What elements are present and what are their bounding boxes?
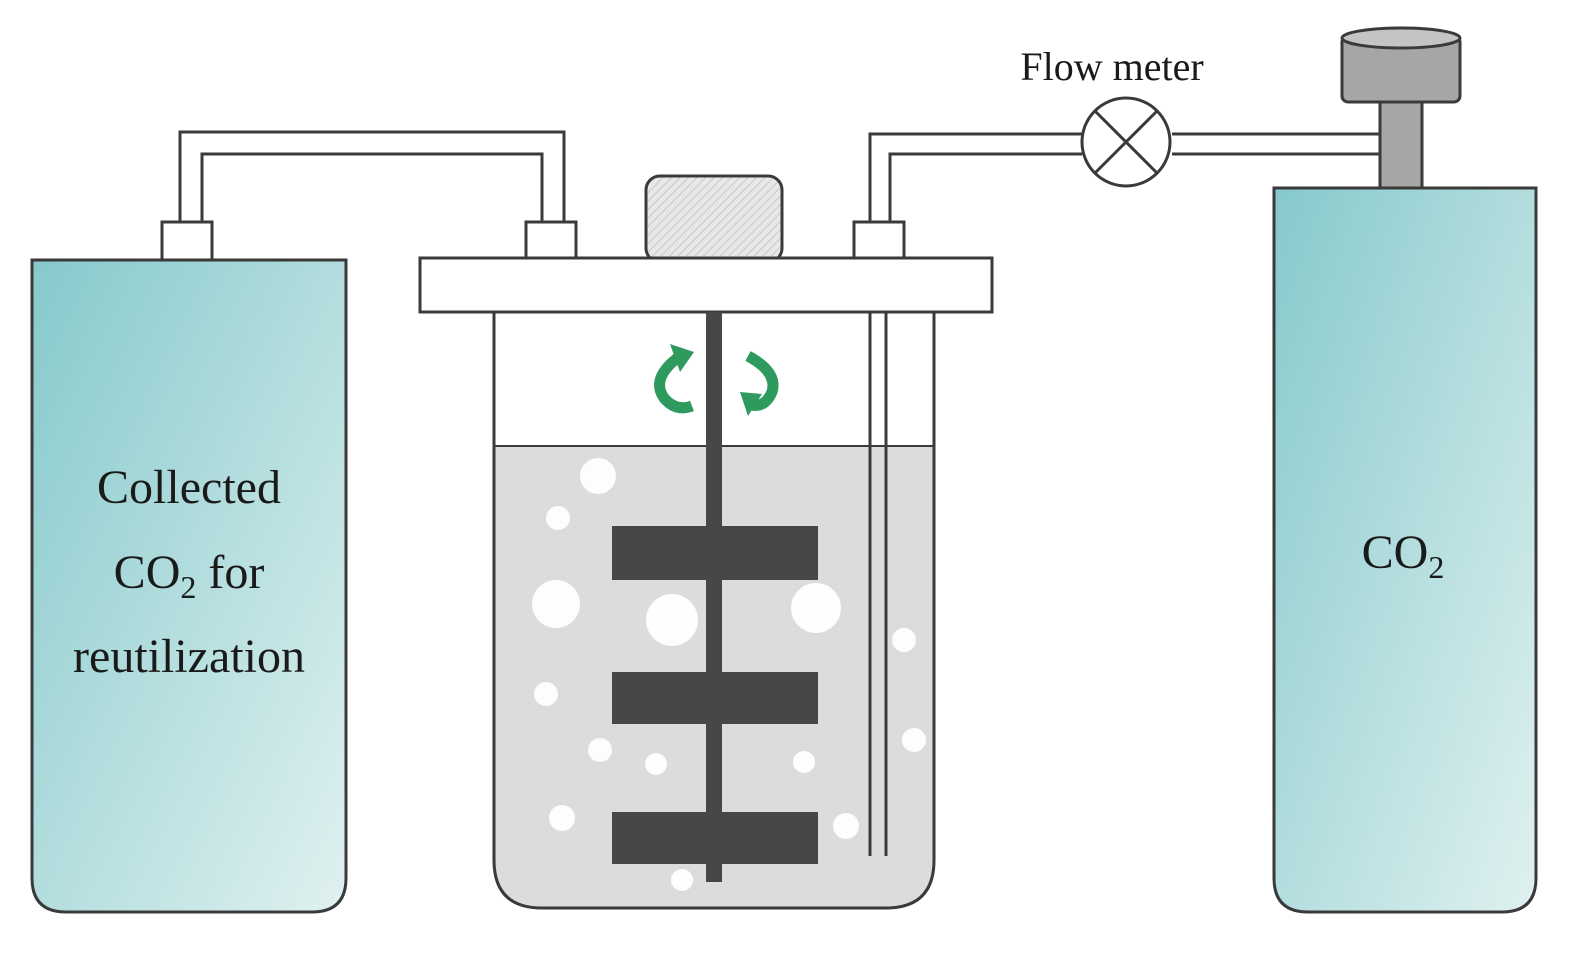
reactor-inlet-port [852, 220, 906, 262]
collection-cylinder-label-line2: CO2 for [114, 546, 265, 605]
inlet-tube-inner [888, 152, 1380, 222]
co2-subscript: 2 [1428, 549, 1444, 585]
collection-cylinder [30, 220, 348, 914]
stirrer-motor-housing [644, 174, 784, 264]
collection-cylinder-port [160, 220, 214, 262]
stirrer-blade-top [612, 526, 818, 580]
flow-meter-label: Flow meter [1020, 44, 1203, 89]
gas-bubbles [532, 458, 926, 891]
collection-cylinder-label-line3: reutilization [73, 630, 305, 683]
rotation-arrows-icon [654, 351, 779, 414]
collection-co: CO [114, 546, 181, 599]
collection-cylinder-label-line1: Collected [97, 461, 281, 514]
co2-gas-cylinder [1272, 26, 1538, 914]
stirrer-blade-middle [612, 672, 818, 724]
gas-tubing [178, 130, 1380, 222]
stirrer-blade-bottom [612, 812, 818, 864]
outlet-tube-outer [178, 130, 566, 222]
stirrer-shaft [706, 312, 722, 882]
collection-co-subscript: 2 [180, 569, 196, 605]
reactor-outlet-port [524, 220, 578, 262]
inlet-tube-outer [868, 132, 1380, 222]
collection-for: for [196, 546, 264, 599]
co2-cylinder-label: CO2 [1362, 526, 1445, 585]
flow-meter-icon [1080, 96, 1172, 188]
outlet-tube-inner [200, 152, 544, 222]
reactor-lid [418, 256, 994, 314]
reactor-vessel [418, 174, 994, 910]
regulator-stem [1378, 98, 1424, 190]
co2-co: CO [1362, 526, 1429, 579]
